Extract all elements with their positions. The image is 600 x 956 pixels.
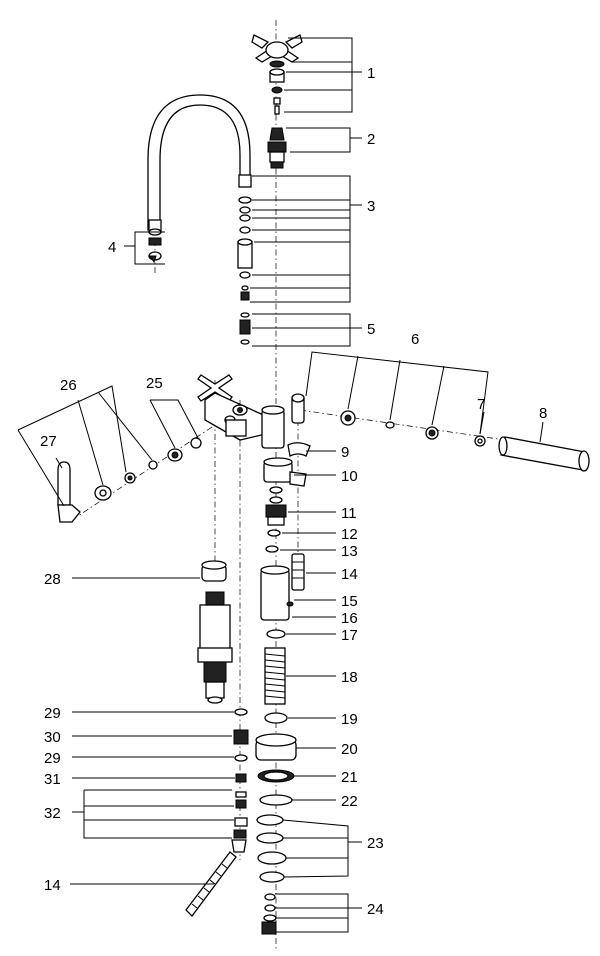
callout-19: 19 xyxy=(341,711,358,728)
callout-10: 10 xyxy=(341,468,358,485)
cartridge xyxy=(267,127,287,169)
callout-14-bottom: 14 xyxy=(44,877,61,894)
valve-11-13 xyxy=(265,486,287,553)
callout-26: 26 xyxy=(60,377,77,394)
callout-labels: 1 2 3 4 5 6 7 8 9 10 11 12 13 14 15 16 1… xyxy=(40,65,547,918)
callout-4: 4 xyxy=(108,239,116,256)
callout-24: 24 xyxy=(367,901,384,918)
callout-20: 20 xyxy=(341,741,358,758)
callout-31: 31 xyxy=(44,771,61,788)
callout-16: 16 xyxy=(341,610,358,627)
callout-13: 13 xyxy=(341,543,358,560)
callout-28: 28 xyxy=(44,571,61,588)
left-small-parts xyxy=(231,708,249,853)
side-lever xyxy=(57,461,81,523)
spout-seals xyxy=(237,196,253,301)
callout-14-right: 14 xyxy=(341,566,358,583)
swivel-spout xyxy=(147,94,252,233)
shank-15-16 xyxy=(260,565,294,621)
lever-axis-line xyxy=(71,424,216,521)
callout-8: 8 xyxy=(539,405,547,422)
hand-shower xyxy=(498,436,590,472)
callout-18: 18 xyxy=(341,669,358,686)
callout-21: 21 xyxy=(341,769,358,786)
callout-15: 15 xyxy=(341,593,358,610)
hand-shower-connector xyxy=(291,393,305,424)
callout-25: 25 xyxy=(146,375,163,392)
callout-17: 17 xyxy=(341,627,358,644)
hose-nipple-14 xyxy=(291,553,305,591)
faucet-main-body xyxy=(197,374,285,449)
mounting-parts xyxy=(255,712,297,935)
callout-22: 22 xyxy=(341,793,358,810)
callout-3: 3 xyxy=(367,198,375,215)
clip-9 xyxy=(287,442,311,457)
lever-parts xyxy=(94,437,202,501)
callout-6: 6 xyxy=(411,331,419,348)
callout-7: 7 xyxy=(477,396,485,413)
threaded-rod-18 xyxy=(264,647,286,705)
diverter-parts xyxy=(239,312,251,345)
valve-assembly-28 xyxy=(197,560,233,704)
leader-lines xyxy=(17,37,544,933)
sleeve-10 xyxy=(263,457,307,487)
hand-shower-axis-line xyxy=(299,409,506,441)
callout-11: 11 xyxy=(341,505,357,522)
seal-17 xyxy=(266,629,286,639)
handle-cap-parts xyxy=(269,60,285,115)
callout-2: 2 xyxy=(367,131,375,148)
callout-30: 30 xyxy=(44,729,61,746)
callout-27: 27 xyxy=(40,433,57,450)
callout-32: 32 xyxy=(44,805,61,822)
spout-aerator xyxy=(148,228,162,264)
callout-29-bottom: 29 xyxy=(44,750,61,767)
callout-1: 1 xyxy=(367,65,375,82)
callout-5: 5 xyxy=(367,321,375,338)
callout-23: 23 xyxy=(367,835,384,852)
cross-handle-top xyxy=(251,34,303,63)
callout-12: 12 xyxy=(341,526,358,543)
callout-29-top: 29 xyxy=(44,705,61,722)
callout-9: 9 xyxy=(341,444,349,461)
hand-shower-valve-parts xyxy=(340,410,486,447)
